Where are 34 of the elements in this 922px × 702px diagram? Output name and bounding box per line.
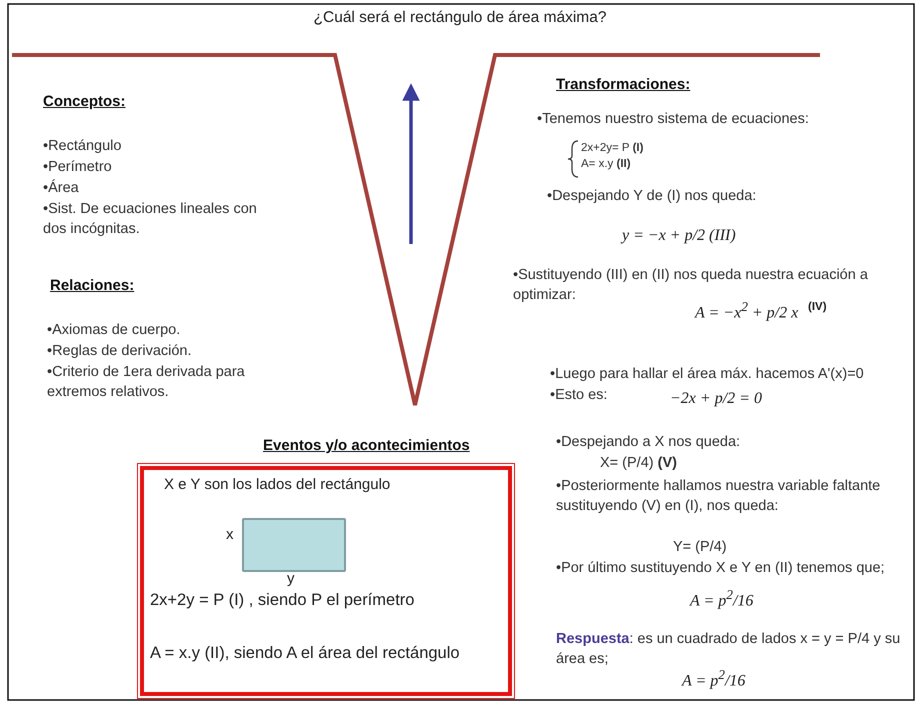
equation: −2x + p/2 = 0 [670,389,762,409]
text: •Tenemos nuestro sistema de ecuaciones: [537,110,810,129]
equation: Y= (P/4) [673,538,727,557]
title: ¿Cuál será el rectángulo de área máxima? [312,9,608,27]
equation: y = −x + p/2 (III) [622,226,736,246]
heading: Relaciones: [50,276,134,296]
panel-text: A = x.y (II), siendo A el área del rectángulo [150,644,460,663]
text: •Por último sustituyendo X e Y en (II) tenemos que; [556,559,886,578]
equation: A = p$^{2}$/16 [682,666,746,692]
text: •Despejando a X nos queda: [556,433,740,452]
answer-text: Respuesta: es un cuadrado de lados x = y = P/4 y su área es; [556,630,902,669]
text: •Luego para hallar el área máx. hacemos A'(x)=0 [550,365,865,384]
equation: 2x+2y= P (I) [581,141,644,156]
heading: Eventos y/o acontecimientos [263,436,470,456]
text: •Posteriormente hallamos nuestra variable faltante sustituyendo (V) en (I), nos queda: [556,477,882,516]
panel-text: 2x+2y = P (I) , siendo P el perímetro [150,591,414,610]
list-item: •Criterio de 1era derivada para extremos relativos. [47,363,246,402]
list-item: •Rectángulo [43,137,122,156]
side-label: x [226,526,234,543]
heading: Conceptos: [43,92,126,112]
equation: A = p$^{2}$/16 [690,586,754,612]
list-item: •Sist. De ecuaciones lineales con dos incógnitas. [43,200,258,239]
equation: X= (P/4) (V) [600,454,677,473]
side-label: y [287,570,294,587]
text: •Esto es: [550,386,608,405]
text: •Despejando Y de (I) nos queda: [547,187,758,206]
list-item: •Área [43,178,79,198]
list-item: •Reglas de derivación. [47,342,192,361]
list-item: •Axiomas de cuerpo. [47,321,180,340]
heading: Transformaciones: [556,75,690,95]
panel-text: X e Y son los lados del rectángulo [164,476,390,493]
equation: A= x.y (II) [581,157,631,172]
list-item: •Perímetro [43,158,112,177]
rectangle-shape [242,518,346,572]
